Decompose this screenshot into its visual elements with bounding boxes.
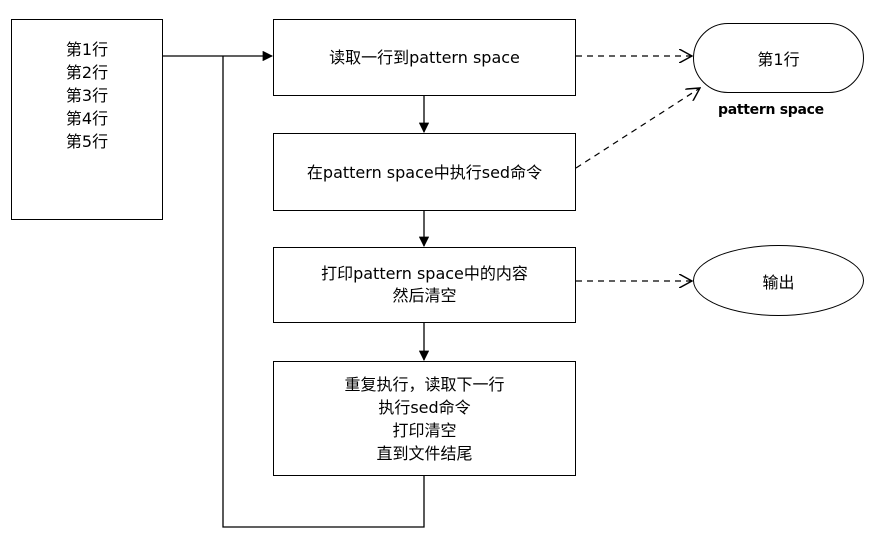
input-file-box: 第1行 第2行 第3行 第4行 第5行 [11, 19, 163, 220]
step-print-and-clear: 打印pattern space中的内容 然后清空 [273, 247, 576, 323]
output-shape: 输出 [693, 245, 864, 316]
pattern-space-label: pattern space [718, 102, 824, 118]
step-execute-command: 在pattern space中执行sed命令 [273, 133, 576, 211]
step-print-line-1: 打印pattern space中的内容 [321, 264, 528, 283]
step-execute-command-text: 在pattern space中执行sed命令 [306, 162, 543, 182]
pattern-space-content: 第1行 [757, 50, 800, 69]
step-print-line-2: 然后清空 [392, 286, 457, 305]
step-read-line: 读取一行到pattern space [273, 19, 576, 96]
step-repeat-line-2: 执行sed命令 [378, 397, 471, 417]
input-line-3: 第3行 [65, 86, 109, 105]
step-repeat-until-eof: 重复执行，读取下一行 执行sed命令 打印清空 直到文件结尾 [273, 361, 576, 476]
step-repeat-line-3: 打印清空 [392, 420, 457, 440]
step-repeat-line-1: 重复执行，读取下一行 [344, 374, 505, 394]
dashed-arrow-execute-to-pattern-space [575, 88, 700, 169]
step-read-line-text: 读取一行到pattern space [329, 48, 520, 67]
input-line-5: 第5行 [65, 132, 109, 151]
input-line-1: 第1行 [65, 40, 109, 59]
loop-back-line [222, 56, 425, 528]
output-label: 输出 [762, 272, 795, 292]
step-repeat-line-4: 直到文件结尾 [376, 443, 473, 463]
pattern-space-shape: 第1行 [693, 23, 864, 93]
input-line-2: 第2行 [65, 63, 109, 82]
input-line-4: 第4行 [65, 109, 109, 128]
